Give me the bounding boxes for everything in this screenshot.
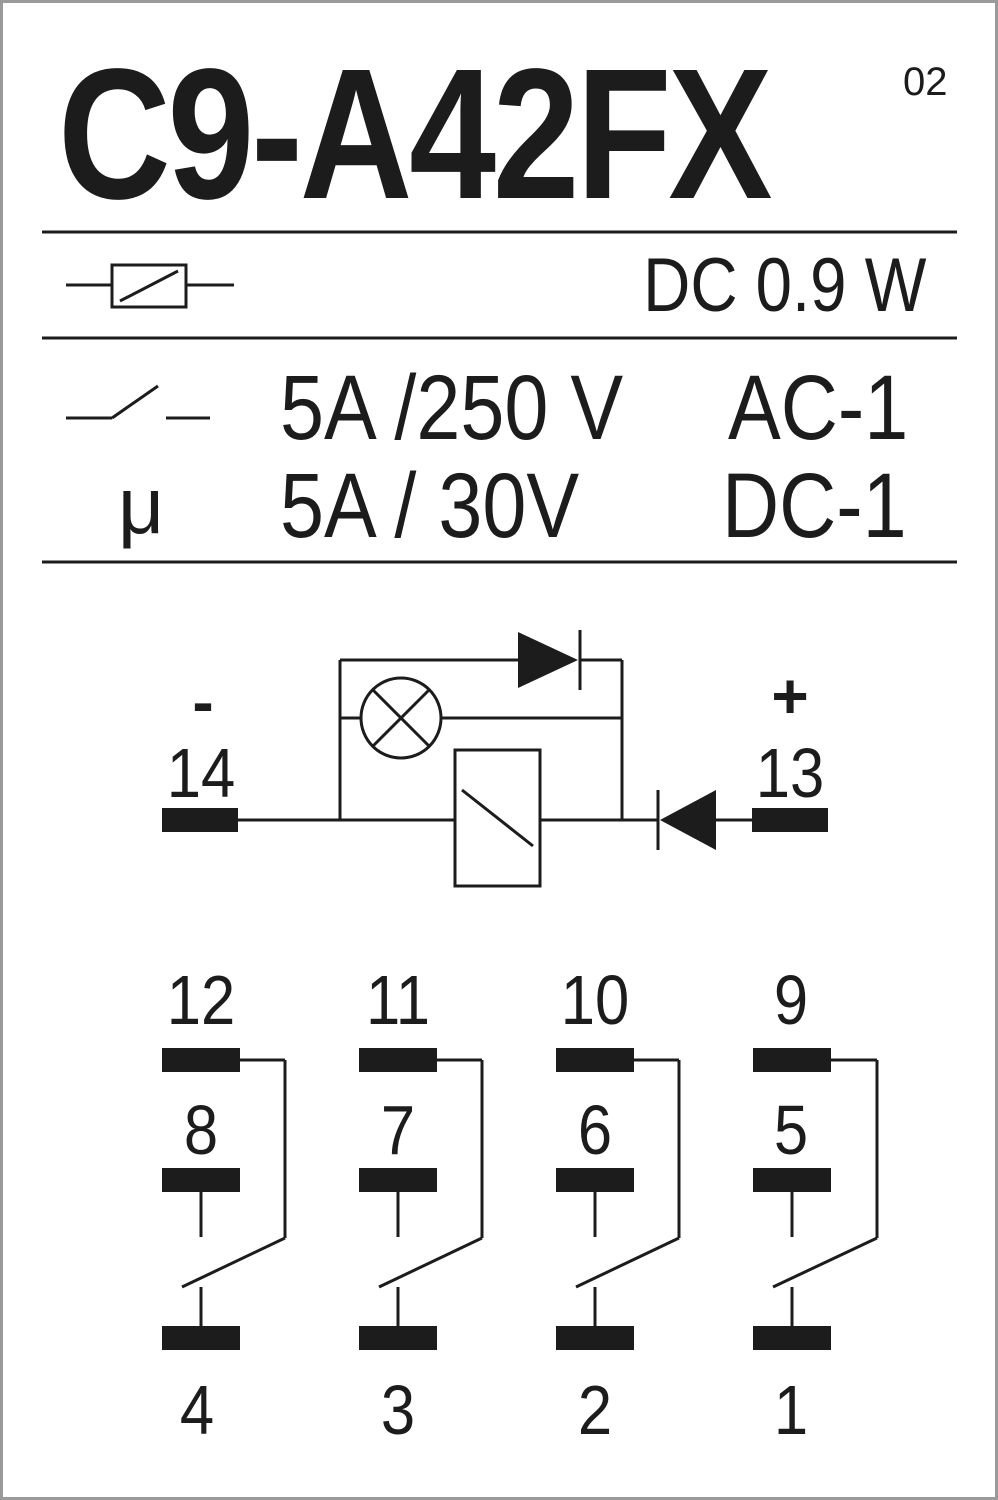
pin-2-label: 2 (577, 1371, 613, 1449)
pin-11-label: 11 (366, 961, 430, 1039)
ac-rating: 5A /250 V (280, 357, 624, 459)
pin-4-terminal (162, 1326, 240, 1350)
pin-3-terminal (359, 1326, 437, 1350)
pin-13-label: 13 (755, 734, 825, 812)
contact-set-3 (575, 1058, 681, 1326)
pin-5-terminal (753, 1168, 831, 1192)
lamp-icon (359, 676, 443, 760)
pin-5-label: 5 (773, 1091, 809, 1169)
pin-12-terminal (162, 1048, 240, 1072)
pin-8-label: 8 (183, 1091, 219, 1169)
diode-icon (660, 790, 716, 850)
pin-10-label: 10 (560, 961, 630, 1039)
coil-icon (66, 263, 234, 309)
pin-3-label: 3 (380, 1371, 416, 1449)
pin-13-terminal (752, 808, 828, 832)
micro-gap-symbol: μ (118, 461, 165, 550)
pin-14-terminal (162, 808, 238, 832)
ac-category: AC-1 (728, 357, 909, 459)
pin-2-terminal (556, 1326, 634, 1350)
pin-4-label: 4 (179, 1371, 215, 1449)
pin-7-terminal (359, 1168, 437, 1192)
pin-6-terminal (556, 1168, 634, 1192)
pin-10-terminal (556, 1048, 634, 1072)
pin-9-label: 9 (773, 961, 809, 1039)
model-number: C9-A42FX (58, 31, 773, 238)
coil-circuit (236, 658, 752, 822)
switch-contact-icon (66, 384, 210, 420)
pin-8-terminal (162, 1168, 240, 1192)
contact-set-4 (772, 1058, 879, 1326)
contact-set-2 (378, 1058, 484, 1326)
pin-7-label: 7 (380, 1091, 416, 1169)
dc-rating: 5A / 30V (280, 455, 580, 557)
pin-1-terminal (753, 1326, 831, 1350)
pin-12-label: 12 (166, 961, 236, 1039)
coil-icon (453, 748, 542, 888)
pin-14-label: 14 (166, 734, 236, 812)
variant-code: 02 (903, 60, 948, 104)
positive-sign: + (771, 660, 809, 732)
dc-category: DC-1 (722, 455, 907, 557)
contact-set-1 (181, 1058, 287, 1326)
coil-power: DC 0.9 W (642, 243, 926, 328)
pin-1-label: 1 (773, 1371, 809, 1449)
diode-icon (518, 632, 578, 688)
pin-6-label: 6 (577, 1091, 613, 1169)
pin-11-terminal (359, 1048, 437, 1072)
pin-9-terminal (753, 1048, 831, 1072)
negative-sign: - (192, 666, 214, 738)
